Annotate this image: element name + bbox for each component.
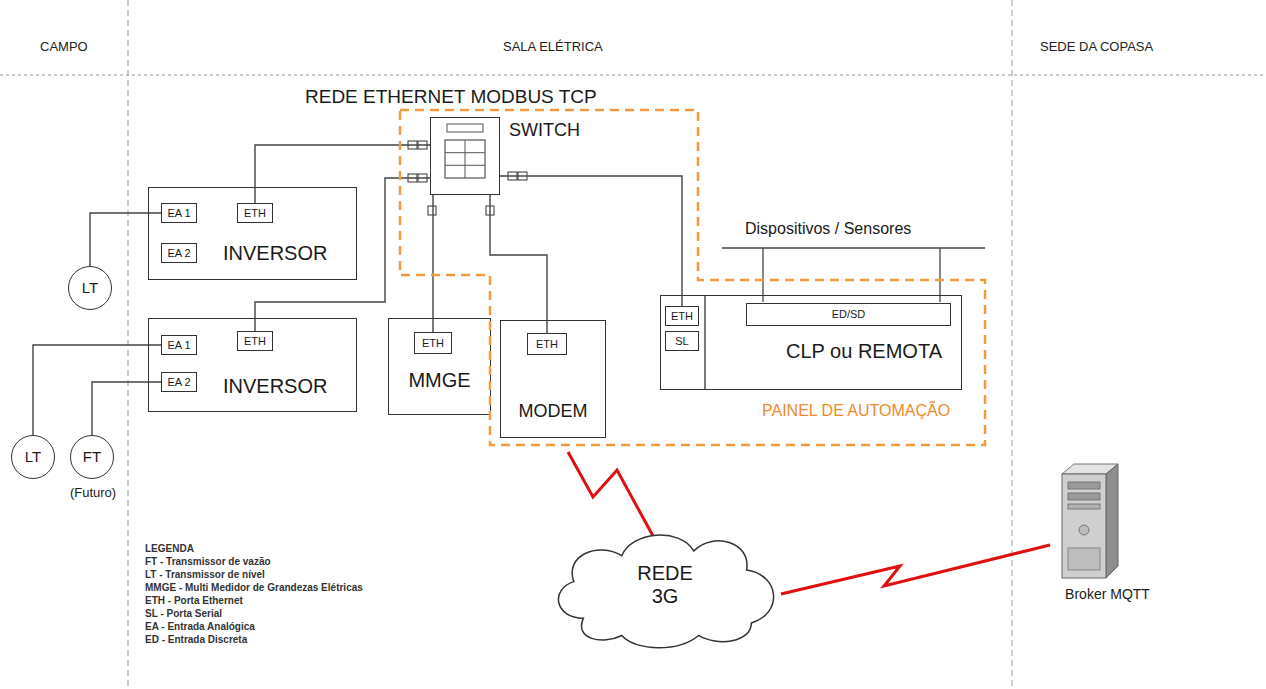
node-label: INVERSOR — [223, 242, 327, 265]
node-label: EA 1 — [167, 207, 190, 220]
wireless-link — [781, 545, 1050, 594]
node-label: SL — [675, 335, 688, 348]
node-label: MODEM — [501, 401, 605, 422]
port-box: ETH — [665, 306, 699, 326]
port-box: ETH — [237, 331, 273, 351]
node-label: ETH — [422, 337, 444, 350]
instrument-circle: LT — [11, 435, 55, 479]
network-cloud: REDE 3G — [545, 522, 785, 647]
controller-box: CLP ou REMOTA ETH SL ED/SD — [660, 295, 962, 390]
legend-entry: SL - Porta Serial — [145, 608, 222, 620]
server-icon — [1062, 464, 1118, 578]
node-label: PAINEL DE AUTOMAÇÃO — [762, 402, 950, 420]
port-box: EA 1 — [161, 335, 197, 355]
panel-outline — [400, 110, 985, 445]
node-label: ETH — [244, 207, 266, 220]
device-box: INVERSOR EA 1 EA 2 ETH — [148, 187, 357, 280]
node-label: FT — [83, 448, 101, 465]
cable-line — [255, 145, 430, 203]
port-box: EA 2 — [161, 372, 197, 392]
annotation: REDE ETHERNET MODBUS TCP — [305, 86, 597, 108]
server-node: Broker MQTT — [1050, 462, 1165, 607]
port-box: ETH — [414, 332, 452, 354]
server-bay — [1068, 504, 1100, 509]
node-label: ED/SD — [832, 308, 866, 321]
server-front — [1062, 474, 1106, 578]
legend-entry: FT - Transmissor de vazão — [145, 556, 271, 568]
node-label: REDE 3G — [630, 562, 700, 608]
server-button — [1079, 525, 1089, 535]
wireless-link — [568, 452, 653, 536]
node-label: Broker MQTT — [1050, 586, 1165, 602]
node-label: INVERSOR — [223, 375, 327, 398]
cable-line — [490, 195, 547, 333]
node-label: LT — [25, 448, 41, 465]
server-bay — [1068, 482, 1100, 489]
node-label: EA 2 — [167, 247, 190, 260]
port-box: ETH — [237, 203, 273, 223]
node-label: EA 2 — [167, 376, 190, 389]
node-note: (Futuro) — [53, 486, 133, 501]
switch-grid — [445, 140, 485, 178]
device-box: INVERSOR EA 1 EA 2 ETH — [148, 318, 357, 412]
switch-box: SWITCH — [430, 117, 500, 195]
instrument-circle: LT — [68, 266, 112, 310]
cable-line — [90, 213, 161, 266]
cable-line — [33, 345, 161, 435]
server-bay — [1068, 493, 1100, 500]
server-side — [1106, 464, 1118, 578]
device-drop — [762, 248, 763, 302]
instrument-circle: FT(Futuro) — [70, 435, 114, 479]
panel-divider — [704, 295, 705, 390]
zone-heading: CAMPO — [40, 40, 88, 55]
node-label: CLP ou REMOTA — [786, 340, 942, 363]
port-box: ETH — [527, 333, 567, 355]
cable-line — [432, 195, 433, 332]
legend-entry: ED - Entrada Discreta — [145, 634, 247, 646]
server-grille — [1068, 548, 1100, 570]
port-box: SL — [665, 331, 699, 351]
zone-heading: SALA ELÉTRICA — [503, 40, 603, 55]
cloud-outline — [558, 535, 773, 648]
legend-entry: ETH - Porta Ethernet — [145, 595, 243, 607]
panel-outline — [400, 110, 985, 445]
panel-region: PAINEL DE AUTOMAÇÃOSWITCHMODEMETHCLP ou … — [400, 110, 985, 445]
cable-line — [92, 382, 161, 435]
device-box: MODEM ETH — [500, 320, 606, 438]
legend-entry: EA - Entrada Analógica — [145, 621, 255, 633]
switch-grid — [465, 140, 466, 178]
annotation: Dispositivos / Sensores — [745, 220, 911, 238]
device-box: MMGE ETH — [388, 318, 491, 415]
device-drop — [939, 248, 940, 302]
header-divider — [0, 75, 1266, 76]
node-label: ETH — [671, 310, 693, 323]
legend-entry: LT - Transmissor de nível — [145, 569, 265, 581]
node-label: EA 1 — [167, 339, 190, 352]
zone-divider — [1012, 0, 1013, 689]
node-label: SWITCH — [509, 120, 580, 141]
node-label: ETH — [536, 338, 558, 351]
port-box: EA 2 — [161, 243, 197, 263]
legend-heading: LEGENDA — [145, 543, 194, 555]
node-label: ETH — [244, 335, 266, 348]
port-icon — [428, 206, 436, 215]
switch-display — [447, 124, 483, 132]
port-box: EA 1 — [161, 203, 197, 223]
cable-line — [500, 176, 682, 306]
switch-grid — [445, 152, 485, 153]
switch-grid — [445, 165, 485, 166]
node-label: MMGE — [389, 369, 490, 392]
io-box: ED/SD — [746, 303, 951, 326]
zone-heading: SEDE DA COPASA — [1040, 40, 1153, 55]
legend-entry: MMGE - Multi Medidor de Grandezas Elétri… — [145, 582, 363, 594]
device-bus — [722, 247, 985, 248]
node-label: LT — [82, 279, 98, 296]
